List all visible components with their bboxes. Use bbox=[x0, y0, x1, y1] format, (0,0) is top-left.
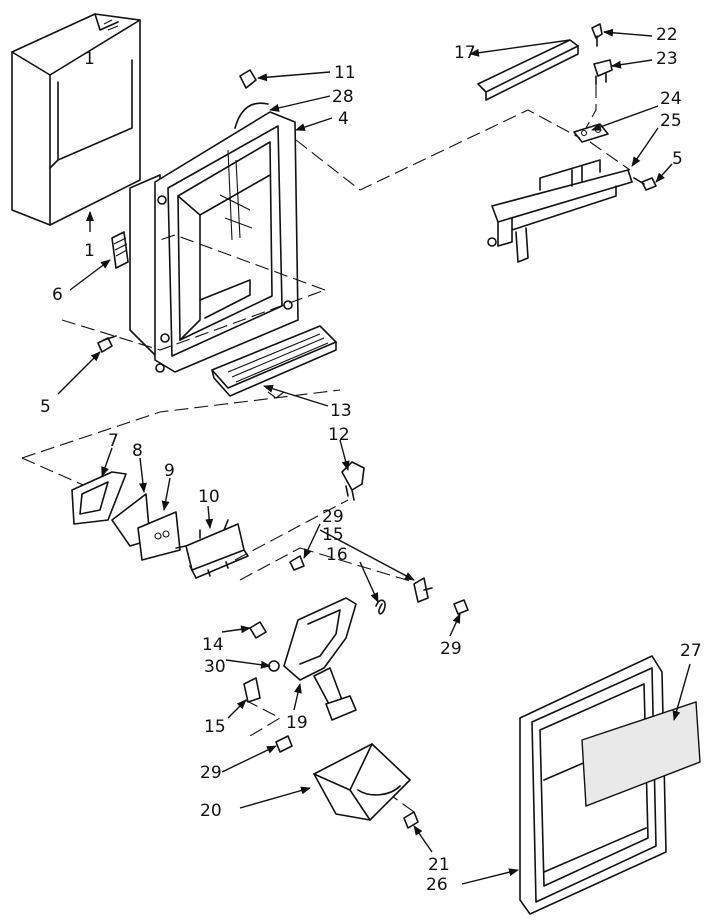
small-block-part bbox=[111, 231, 129, 269]
part-label-p29c: 29 bbox=[200, 763, 222, 783]
alignment-lines bbox=[21, 84, 631, 813]
screw-lower bbox=[275, 735, 293, 753]
part-label-p20: 20 bbox=[200, 801, 222, 821]
housing-cover bbox=[11, 13, 141, 226]
drip-tray-grille bbox=[211, 325, 337, 397]
part-label-p13: 13 bbox=[330, 401, 352, 421]
part-label-p29b: 29 bbox=[440, 639, 462, 659]
mounting-rail bbox=[487, 159, 633, 263]
screw-top-right bbox=[591, 23, 603, 47]
part-label-p15b: 15 bbox=[204, 717, 226, 737]
part-label-p22: 22 bbox=[656, 25, 678, 45]
part-label-p24: 24 bbox=[660, 89, 682, 109]
washer bbox=[268, 660, 280, 672]
leader-arrows bbox=[57, 28, 691, 885]
part-label-p12: 12 bbox=[328, 425, 350, 445]
part-label-p5a: 5 bbox=[40, 397, 51, 417]
part-label-p8: 8 bbox=[132, 441, 143, 461]
part-label-p30: 30 bbox=[204, 657, 226, 677]
screw-right-lower bbox=[453, 599, 469, 615]
bracket-right bbox=[413, 577, 433, 603]
ice-chute bbox=[313, 743, 411, 821]
part-label-p5b: 5 bbox=[672, 149, 683, 169]
switch-housing bbox=[175, 519, 249, 579]
pivot-clip bbox=[249, 621, 267, 639]
dispenser-frame bbox=[129, 111, 299, 373]
part-label-p10: 10 bbox=[198, 487, 220, 507]
part-label-p7: 7 bbox=[108, 431, 119, 451]
part-label-p1a: 1 bbox=[84, 49, 95, 69]
part-labels: 1 1 4 5 5 6 7 8 9 10 11 12 13 14 15 15 1… bbox=[40, 25, 702, 895]
dispenser-arm bbox=[283, 597, 357, 721]
part-label-p15a: 15 bbox=[322, 525, 344, 545]
part-label-p21: 21 bbox=[428, 855, 450, 875]
cap-part bbox=[239, 69, 257, 89]
screw-middle bbox=[289, 555, 305, 571]
bracket-left bbox=[243, 677, 261, 703]
part-label-p29a: 29 bbox=[322, 507, 344, 527]
part-label-p9: 9 bbox=[164, 461, 175, 481]
screw-right bbox=[633, 177, 657, 191]
part-label-p28: 28 bbox=[332, 87, 354, 107]
top-bracket bbox=[477, 39, 579, 101]
part-label-p11: 11 bbox=[334, 63, 356, 83]
switch-plate bbox=[137, 511, 181, 561]
part-label-p4: 4 bbox=[338, 109, 349, 129]
part-label-p6: 6 bbox=[52, 285, 63, 305]
panel-label bbox=[581, 701, 701, 807]
part-label-p26: 26 bbox=[426, 875, 448, 895]
wire-harness bbox=[234, 102, 269, 129]
part-label-p19: 19 bbox=[286, 713, 308, 733]
clip-part bbox=[593, 59, 613, 85]
part-label-p17: 17 bbox=[454, 43, 476, 63]
part-label-p27: 27 bbox=[680, 641, 702, 661]
part-label-p14: 14 bbox=[202, 635, 224, 655]
part-label-p25: 25 bbox=[660, 111, 682, 131]
spring-part bbox=[375, 599, 386, 615]
actuator-part bbox=[341, 461, 365, 501]
screw-left bbox=[97, 335, 117, 353]
part-label-p1b: 1 bbox=[84, 241, 95, 261]
part-label-p23: 23 bbox=[656, 49, 678, 69]
part-label-p16: 16 bbox=[326, 545, 348, 565]
screw-chute bbox=[403, 811, 419, 829]
